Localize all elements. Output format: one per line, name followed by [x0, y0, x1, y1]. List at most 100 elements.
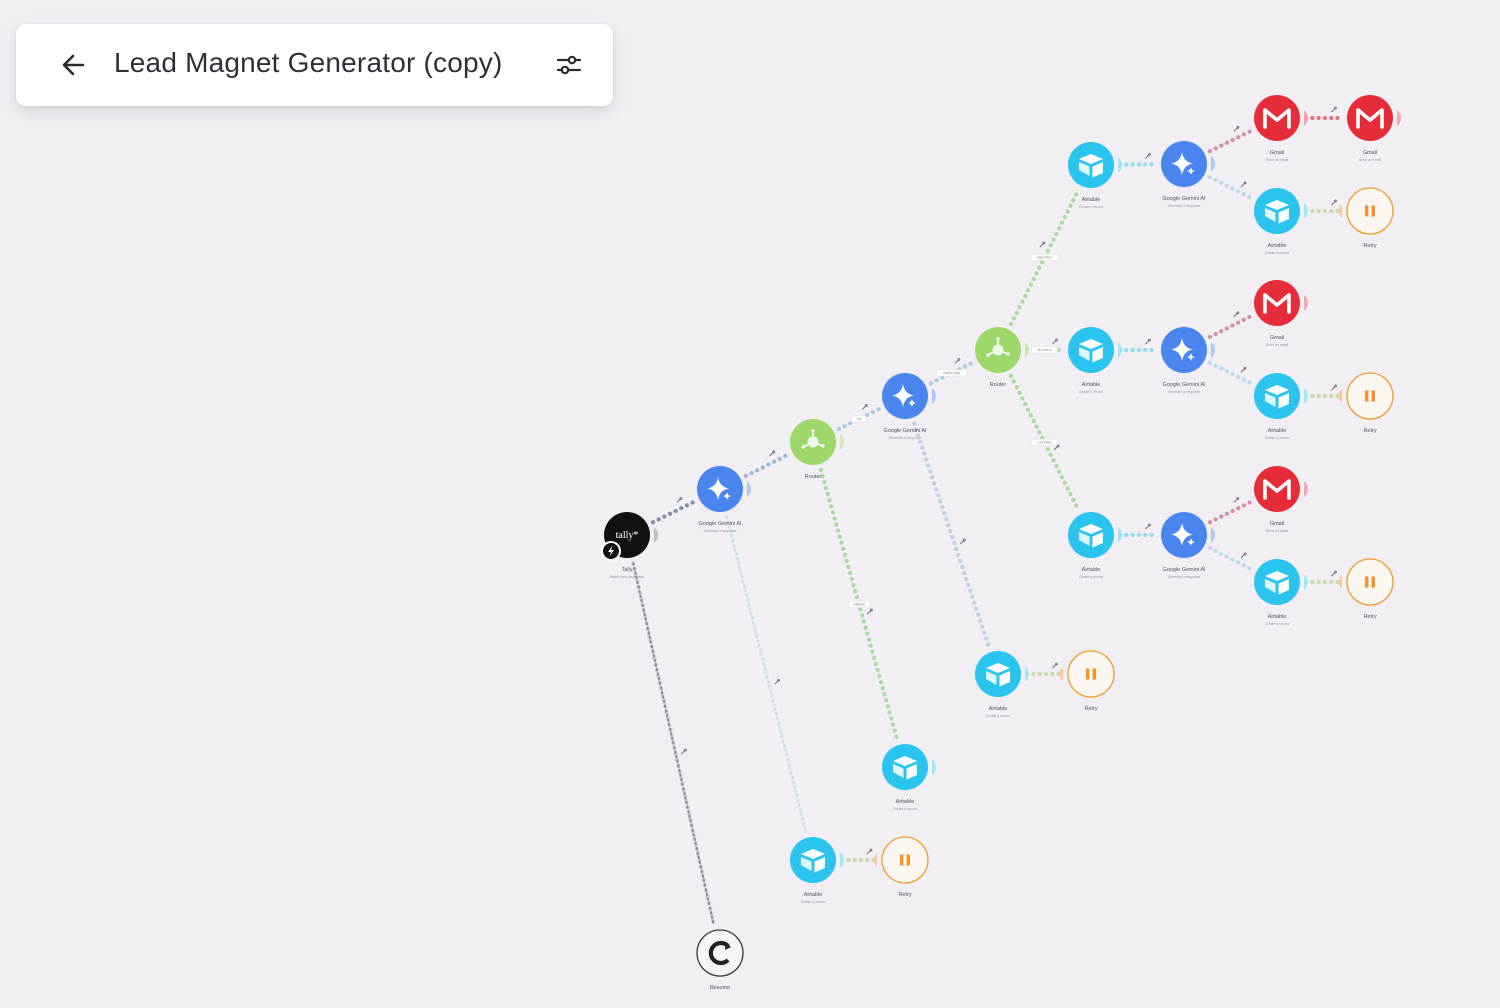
filter-wrench-icon[interactable] — [954, 357, 961, 364]
filter-label[interactable]: High intent — [1030, 254, 1059, 261]
connection-r1-to-g2[interactable]: Yes — [836, 403, 882, 432]
module-retry-rt_top[interactable]: Retry — [1338, 187, 1394, 249]
connection-g_mid-to-m_mid[interactable] — [1207, 311, 1254, 340]
filter-label[interactable]: Low intent — [1031, 439, 1058, 446]
connection-g_bot-to-a_bot2[interactable] — [1207, 545, 1254, 572]
filter-wrench-icon[interactable] — [1052, 662, 1058, 669]
filter-wrench-icon[interactable] — [1233, 311, 1240, 318]
filter-wrench-icon[interactable] — [676, 496, 683, 503]
connection-g1-to-r1[interactable] — [743, 450, 790, 479]
connection-r2-to-a_bot[interactable]: Low intent — [1008, 373, 1081, 512]
module-sublabel: Create a record — [1265, 251, 1289, 255]
connection-a_bot-to-g_bot[interactable] — [1117, 523, 1158, 538]
connection-a_e3-to-rt_e3[interactable] — [839, 848, 879, 863]
connection-r2-to-a_mid[interactable]: Mid intent — [1024, 338, 1065, 354]
module-retry-rt_bot[interactable]: Retry — [1338, 558, 1394, 620]
filter-wrench-icon[interactable] — [1331, 106, 1337, 113]
module-resume-resume[interactable]: Resume — [696, 929, 744, 991]
filter-wrench-icon[interactable] — [1240, 366, 1247, 373]
filter-wrench-icon[interactable] — [769, 450, 776, 457]
connection-g_bot-to-m_bot[interactable] — [1207, 496, 1254, 525]
connection-a_top2-to-rt_top[interactable] — [1303, 199, 1344, 214]
scenario-title[interactable]: Lead Magnet Generator (copy) — [114, 47, 503, 78]
module-label: Airtable — [1268, 243, 1287, 249]
filter-wrench-icon[interactable] — [1240, 552, 1247, 559]
filter-wrench-icon[interactable] — [1145, 152, 1151, 159]
connection-a_mid2-to-rt_mid[interactable] — [1303, 384, 1344, 399]
connection-r1-to-a_e2[interactable]: Fallback — [818, 467, 900, 742]
connection-g_top-to-a_top2[interactable] — [1207, 174, 1254, 201]
module-retry-rt_mid[interactable]: Retry — [1338, 372, 1394, 434]
gmail-icon — [1263, 293, 1291, 314]
filter-wrench-icon[interactable] — [1233, 496, 1240, 503]
module-label: Retry — [898, 892, 911, 898]
connection-a_mid-to-g_mid[interactable] — [1117, 338, 1158, 353]
connection-tally-to-g1[interactable] — [650, 496, 697, 525]
connection-g1-to-a_e3[interactable] — [724, 514, 809, 835]
filter-wrench-icon[interactable] — [867, 608, 873, 615]
filter-label[interactable]: Output valid — [936, 369, 967, 377]
module-sublabel: Create a record — [1079, 205, 1103, 209]
filter-wrench-icon[interactable] — [1331, 199, 1337, 206]
module-label: Airtable — [1268, 428, 1287, 434]
filter-label[interactable]: Mid intent — [1031, 346, 1058, 354]
filter-wrench-icon[interactable] — [959, 538, 966, 545]
filter-wrench-icon[interactable] — [862, 403, 868, 410]
connection-m_top1-to-m_top2[interactable] — [1303, 106, 1344, 121]
connection-a_top-to-g_top[interactable] — [1117, 152, 1158, 167]
filter-wrench-icon[interactable] — [866, 848, 873, 855]
module-retry-rt_e1[interactable]: Retry — [1059, 650, 1115, 712]
connection-g2-to-a_e1[interactable] — [912, 421, 991, 649]
filter-wrench-icon[interactable] — [681, 748, 687, 755]
connection-a_e1-to-rt_e1[interactable] — [1024, 662, 1065, 677]
filter-wrench-icon[interactable] — [1233, 125, 1240, 132]
filter-wrench-icon[interactable] — [1039, 241, 1046, 248]
module-sublabel: Send an email — [1266, 158, 1289, 162]
filter-wrench-icon[interactable] — [774, 678, 781, 685]
filter-wrench-icon[interactable] — [1240, 181, 1247, 188]
filter-wrench-icon[interactable] — [1145, 523, 1151, 530]
filter-wrench-icon[interactable] — [1053, 444, 1060, 451]
filter-wrench-icon[interactable] — [1331, 570, 1337, 577]
connection-tally-to-resume[interactable] — [631, 561, 716, 927]
module-retry-rt_e3[interactable]: Retry — [873, 836, 929, 898]
module-label: Google Gemini AI — [1162, 567, 1206, 573]
scenario-settings-button[interactable] — [552, 50, 586, 80]
filter-wrench-icon[interactable] — [1052, 338, 1058, 345]
module-router-r2[interactable]: Router — [975, 327, 1029, 388]
filter-label[interactable]: Fallback — [847, 601, 871, 608]
filter-wrench-icon[interactable] — [1145, 338, 1151, 345]
module-router-r1[interactable]: Router — [790, 419, 844, 480]
filter-label[interactable]: Yes — [851, 415, 867, 423]
connection-g2-to-r2[interactable]: Output valid — [928, 357, 975, 386]
connection-a_bot2-to-rt_bot[interactable] — [1303, 570, 1344, 585]
connection-g_top-to-m_top1[interactable] — [1207, 125, 1254, 154]
module-sublabel: Send an email — [1359, 158, 1382, 162]
filter-wrench-icon[interactable] — [1331, 384, 1337, 391]
trigger-lightning-icon[interactable] — [601, 541, 621, 561]
back-button[interactable] — [56, 48, 92, 82]
connection-g_mid-to-a_mid2[interactable] — [1207, 360, 1254, 386]
module-label: Google Gemini AI — [1162, 382, 1206, 388]
connection-r2-to-a_top[interactable]: High intent — [1008, 188, 1081, 327]
